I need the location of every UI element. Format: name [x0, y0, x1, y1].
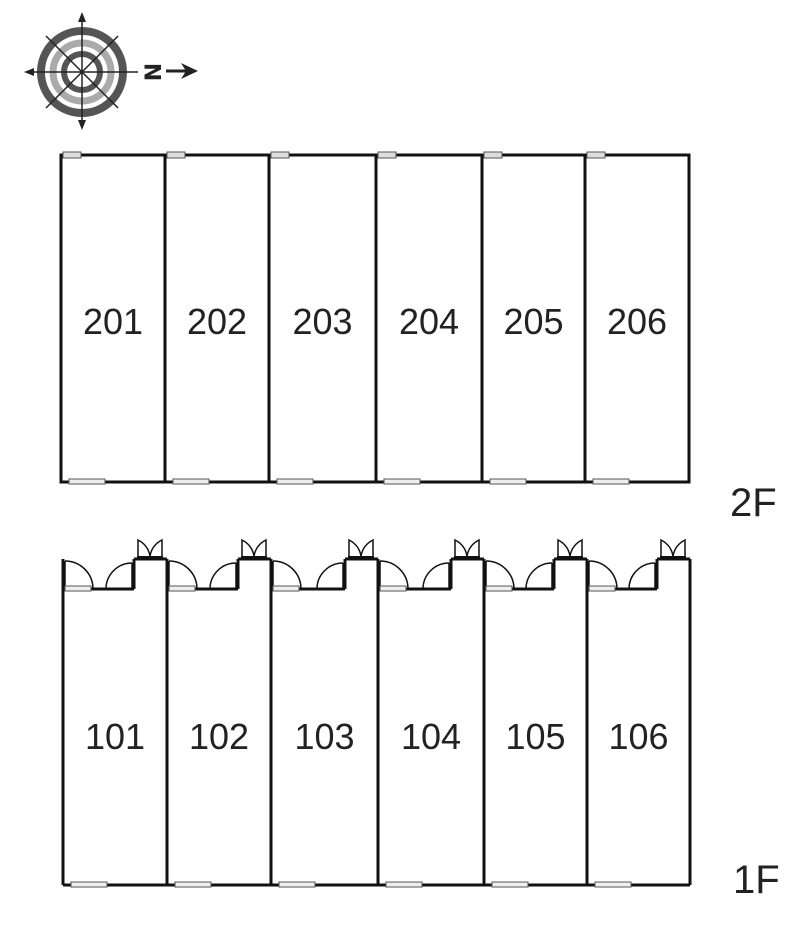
unit-label-103: 103 [294, 716, 354, 757]
compass-rose-icon [24, 12, 138, 130]
window-mark [270, 151, 290, 159]
door-swing-icon [272, 560, 302, 592]
unit-entry-101 [63, 557, 167, 591]
window-mark [172, 478, 210, 485]
double-door-icon [348, 538, 374, 558]
double-door-icon [454, 538, 480, 558]
window-mark [70, 881, 108, 888]
unit-label-104: 104 [401, 716, 461, 757]
door-swing-icon [105, 562, 133, 590]
door-swing-icon [588, 560, 618, 592]
window-mark [586, 151, 606, 159]
unit-entry-102 [167, 557, 271, 591]
floor-label-2f: 2F [730, 481, 777, 525]
double-door-icon [660, 538, 686, 558]
door-swing-icon [379, 560, 409, 592]
window-mark [278, 881, 316, 888]
door-swing-icon [209, 562, 237, 590]
unit-label-206: 206 [607, 301, 667, 342]
door-swing-icon [316, 562, 344, 590]
floor-1f-block: 101 102 103 104 105 106 [61, 538, 692, 888]
window-mark [489, 478, 527, 485]
double-door-icon [241, 538, 267, 558]
door-swing-icon [628, 562, 656, 590]
unit-label-203: 203 [292, 301, 352, 342]
unit-label-205: 205 [503, 301, 563, 342]
unit-label-102: 102 [189, 716, 249, 757]
door-swing-icon [422, 562, 450, 590]
floor-label-1f: 1F [733, 858, 780, 902]
window-mark [491, 881, 529, 888]
north-label: N [142, 63, 167, 81]
unit-label-201: 201 [83, 301, 143, 342]
door-swing-icon [525, 562, 553, 590]
double-door-icon [557, 538, 583, 558]
window-mark [377, 151, 397, 159]
door-swing-icon [485, 560, 515, 592]
north-arrow-icon [181, 63, 198, 79]
double-door-icon [137, 538, 163, 558]
window-mark [594, 881, 632, 888]
window-mark [383, 478, 421, 485]
window-mark [483, 151, 503, 159]
window-mark [68, 478, 106, 485]
floor-2f-block: 201 202 203 204 205 206 [59, 151, 691, 485]
unit-entry-103 [271, 557, 378, 591]
north-indicator: N [142, 63, 198, 81]
window-mark [385, 881, 423, 888]
unit-label-105: 105 [505, 716, 565, 757]
window-mark [592, 478, 630, 485]
door-swing-icon [64, 560, 94, 592]
unit-label-106: 106 [608, 716, 668, 757]
unit-label-101: 101 [85, 716, 145, 757]
window-mark [276, 478, 314, 485]
unit-entry-104 [378, 557, 484, 591]
window-mark [166, 151, 186, 159]
window-mark [174, 881, 212, 888]
door-swing-icon [168, 560, 198, 592]
unit-label-202: 202 [187, 301, 247, 342]
window-mark [62, 151, 82, 159]
unit-label-204: 204 [399, 301, 459, 342]
